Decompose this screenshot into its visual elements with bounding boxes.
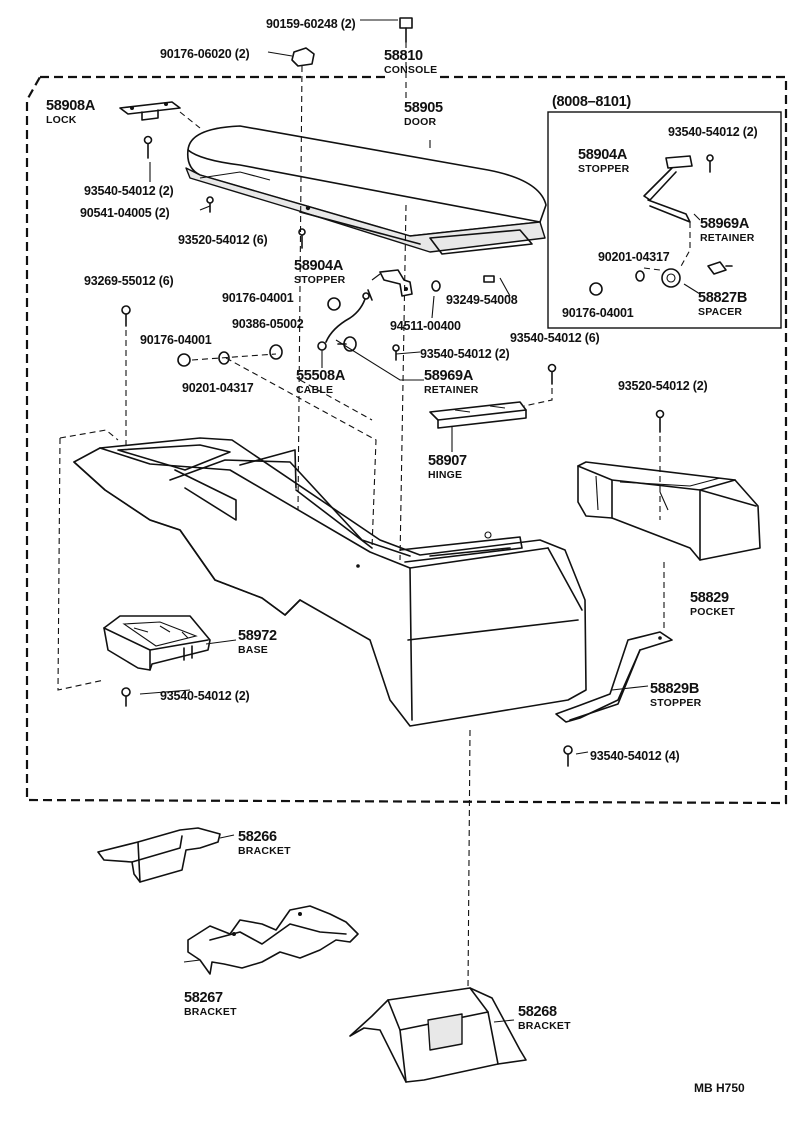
label-b4: 90201-04317 (598, 250, 670, 264)
label-p16: 94511-00400 (390, 319, 461, 333)
label-p8: 93520-54012 (6) (178, 233, 268, 247)
label-p11: 90176-04001 (222, 291, 294, 305)
label-p13: 90176-04001 (140, 333, 212, 347)
label-p12: 90386-05002 (232, 317, 304, 331)
pocket-part (577, 461, 761, 561)
label-p1: 90159-60248 (2) (266, 17, 356, 31)
stopper-58904a-part (379, 269, 413, 297)
console-body (73, 437, 587, 727)
label-p2: 90176-06020 (2) (160, 47, 250, 61)
label-p20: 93540-54012 (6) (510, 331, 600, 345)
label-p14: 90201-04317 (182, 381, 254, 395)
bracket-58266-part (97, 827, 221, 883)
leader-lines (57, 19, 701, 1023)
hinge-part (429, 401, 527, 429)
label-p6: 93540-54012 (2) (84, 184, 174, 198)
bracket-58267-part (187, 905, 359, 975)
inset-box (547, 111, 782, 329)
lock-part (119, 101, 181, 121)
inset-stopper-part (643, 155, 693, 223)
footer-code: MB H750 (694, 1081, 745, 1095)
inset-nut-part (589, 270, 645, 296)
label-p15: 93249-54008 (446, 293, 518, 307)
inset-spacer-part (661, 268, 681, 288)
label-p27: 93540-54012 (4) (590, 749, 680, 763)
label-p22: 93520-54012 (2) (618, 379, 708, 393)
cable-part (317, 289, 373, 351)
label-b1: 93540-54012 (2) (668, 125, 758, 139)
base-part (103, 615, 211, 671)
label-p7: 90541-04005 (2) (80, 206, 170, 220)
label-b6: 90176-04001 (562, 306, 634, 320)
label-p10: 93269-55012 (6) (84, 274, 174, 288)
bracket-58268-part (349, 987, 527, 1083)
label-p17: 93540-54012 (2) (420, 347, 510, 361)
fasteners (121, 17, 714, 767)
assembly-frame (25, 75, 788, 805)
inset-range-label: (8008–8101) (552, 94, 631, 110)
inset-retainer-part (707, 261, 733, 275)
stopper-58829b-part (555, 631, 673, 723)
retainer-part (337, 336, 357, 352)
door-part (185, 125, 547, 255)
label-p25: 93540-54012 (2) (160, 689, 250, 703)
